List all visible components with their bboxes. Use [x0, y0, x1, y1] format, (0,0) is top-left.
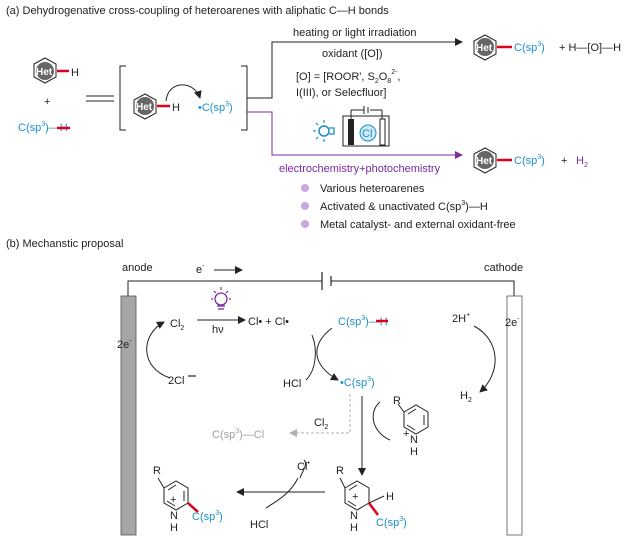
nh-label-3: H [170, 522, 178, 534]
byproduct-h2: H2 [576, 155, 588, 169]
het-label: Het [36, 67, 53, 78]
electrochemical-cell-icon: Cl [342, 106, 390, 147]
plus-label-1: + [403, 428, 409, 440]
cathode-label: cathode [484, 262, 523, 274]
feature-list: Various heteroarenes Activated & unactiv… [301, 183, 516, 231]
n-label-3: N [170, 510, 178, 522]
cell-cl-label: Cl [362, 128, 372, 140]
cl-radicals: Cl• + Cl• [248, 316, 289, 328]
plus-label-2: + [352, 491, 358, 503]
csp3-h-mech: C(sp3)—H [338, 315, 388, 328]
plus-label-3: + [170, 494, 176, 506]
two-e-right: 2e- [505, 316, 520, 329]
n-label-1: N [410, 434, 418, 446]
h2-product: H2 [460, 390, 472, 404]
product-top-csp3: C(sp3) [514, 41, 545, 54]
two-cl-minus: 2Cl [168, 375, 185, 387]
nh-label-2: H [350, 522, 358, 534]
anode-electrode [120, 295, 137, 536]
oxidant-list-1: [O] = [ROOR', S2O82-, [296, 69, 400, 85]
anode-label: anode [122, 262, 153, 274]
reactant-plus: + [44, 96, 50, 108]
radical-text: •C(sp3) [198, 101, 233, 114]
csp3-h-reactant: C(sp3)—H [18, 121, 70, 134]
byproduct-top: + H—[O]—H [559, 42, 621, 54]
r-label-3: R [153, 465, 161, 477]
pyridinium-reactant: R N H + [393, 395, 429, 458]
bullet-icon [301, 202, 309, 210]
section-a-heading: (a) Dehydrogenative cross-coupling of he… [6, 5, 389, 17]
feature-item-3: Metal catalyst- and external oxidant-fre… [320, 219, 516, 231]
electron-label: e- [196, 263, 205, 276]
adduct-csp3: C(sp3) [376, 516, 407, 529]
method-label: electrochemistry+photochemistry [279, 163, 441, 175]
side-product: C(sp3)—Cl [212, 428, 264, 441]
r-label-1: R [393, 395, 401, 407]
right-bracket [241, 65, 248, 131]
r-label-2: R [336, 465, 344, 477]
condition-heating: heating or light irradiation [293, 27, 417, 39]
het-reactant: Het H [33, 57, 79, 84]
lightbulb-icon [211, 287, 231, 310]
product-bottom-plus: + [561, 155, 567, 167]
lightbulb-icon [313, 120, 335, 142]
product-bottom-csp3: C(sp3) [514, 154, 545, 167]
hcl-byproduct-2: HCl [250, 519, 268, 531]
cl2-middle: Cl2 [314, 417, 328, 431]
cl-radical-label: Cl• [297, 460, 310, 473]
nh-label-1: H [410, 446, 418, 458]
het-label-3: Het [476, 43, 493, 54]
het-label-4: Het [476, 156, 493, 167]
het-h-label: H [71, 67, 79, 79]
two-e-left: 2e- [117, 338, 132, 351]
feature-item-2: Activated & unactivated C(sp3)—H [320, 200, 488, 213]
n-label-2: N [350, 510, 358, 522]
product-top: Het C(sp3) + H—[O]—H [473, 34, 621, 61]
cathode-electrode [506, 295, 523, 536]
hcl-byproduct-1: HCl [283, 378, 301, 390]
het-circle-icon [36, 62, 54, 80]
two-h-plus: 2H+ [452, 312, 470, 325]
final-csp3: C(sp3) [192, 510, 223, 523]
bullet-icon [301, 220, 309, 228]
oxidant-list-2: I(III), or Selecfluor] [296, 87, 386, 99]
left-bracket [119, 65, 126, 131]
radical-adduct: R + N H H C(sp3) [336, 465, 407, 534]
radical-mech: •C(sp3) [340, 376, 375, 389]
product-bottom: Het C(sp3) + H2 [473, 147, 588, 174]
feature-item-1: Various heteroarenes [320, 183, 425, 195]
het-intermediate: Het H •C(sp3) [133, 84, 233, 120]
het-label-2: Het [136, 102, 153, 113]
final-product: R + N H C(sp3) [153, 465, 223, 534]
hv-label: hν [212, 324, 224, 336]
bullet-icon [301, 184, 309, 192]
intermediate-h: H [172, 102, 180, 114]
section-b-heading: (b) Mechanstic proposal [6, 238, 123, 250]
cl2-left: Cl2 [170, 318, 184, 332]
ch-label: H [386, 491, 394, 503]
csp3-h-text: C(sp3)—H [18, 121, 68, 134]
condition-oxidant: oxidant ([O]) [322, 48, 383, 60]
